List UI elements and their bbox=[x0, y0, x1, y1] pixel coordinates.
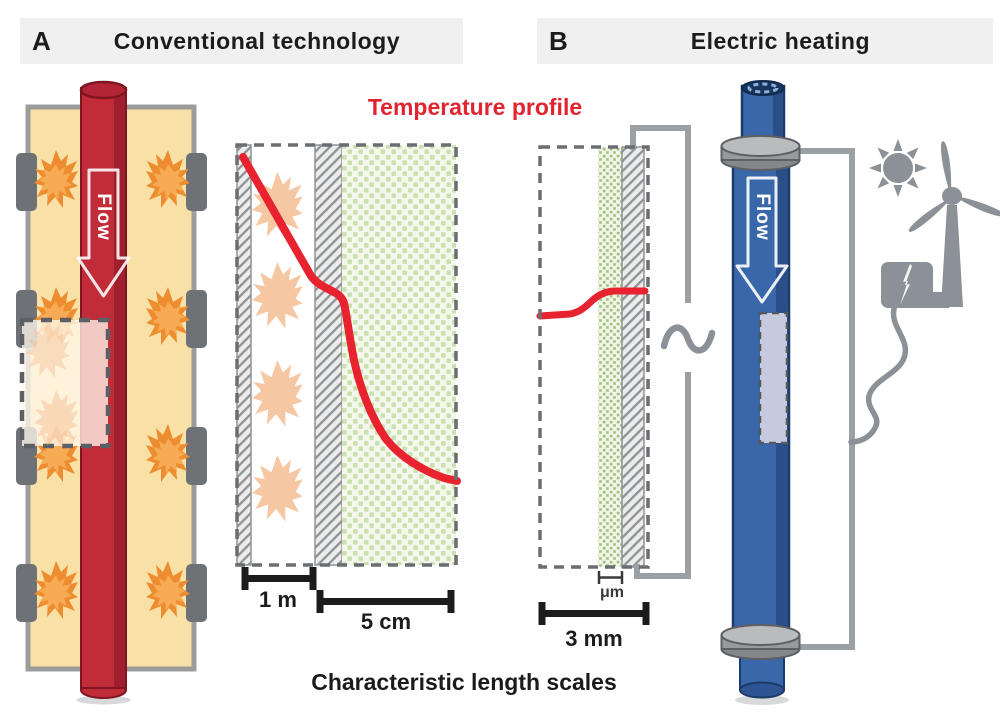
flow-arrow-icon bbox=[76, 168, 131, 298]
furnace-wall-layer bbox=[236, 144, 252, 566]
flange-top bbox=[720, 135, 801, 171]
zoom-region-box-a bbox=[19, 317, 111, 449]
temperature-curve-b bbox=[536, 287, 649, 320]
panel-a-title: Conventional technology bbox=[113, 27, 400, 54]
circuit-wire-bottom bbox=[634, 372, 691, 579]
tube-wall-layer bbox=[314, 144, 343, 566]
panel-b-header: B Electric heating bbox=[537, 18, 993, 64]
scale-label-um: μm bbox=[599, 584, 624, 601]
temperature-profile-title: Temperature profile bbox=[367, 94, 583, 120]
panel-b-title: Electric heating bbox=[690, 27, 871, 54]
length-scale-diagram-b bbox=[536, 125, 716, 579]
reactor-tube-blue bbox=[720, 80, 801, 705]
flange-bottom bbox=[720, 624, 801, 660]
wind-turbine-icon bbox=[908, 141, 1000, 307]
furnace-illustration bbox=[16, 80, 207, 705]
lightning-bolt-icon bbox=[900, 264, 912, 305]
power-converter-icon bbox=[881, 262, 949, 308]
zoom-region-box-b bbox=[758, 311, 789, 445]
power-cable bbox=[848, 306, 909, 445]
scale-bar-5cm bbox=[316, 590, 455, 613]
electric-heating-illustration bbox=[720, 80, 1000, 705]
temperature-curve-a bbox=[239, 153, 461, 485]
catalyst-bed-layer bbox=[342, 145, 456, 565]
scale-bar-1m bbox=[241, 567, 317, 590]
flow-label-blue-tube: Flow bbox=[752, 193, 773, 241]
panel-a-letter: A bbox=[32, 25, 51, 56]
washcoat-layer bbox=[598, 147, 622, 567]
length-scale-diagram-a bbox=[235, 143, 461, 567]
scale-label-3mm: 3 mm bbox=[565, 626, 623, 651]
circuit-wire-top bbox=[630, 125, 691, 303]
scale-bar-3mm bbox=[538, 602, 650, 625]
power-loop-wire bbox=[795, 148, 855, 650]
flow-arrow-icon bbox=[735, 176, 789, 304]
panel-a-header: A Conventional technology bbox=[20, 18, 463, 64]
scale-label-1m: 1 m bbox=[259, 587, 297, 612]
heated-wall-layer bbox=[621, 146, 645, 568]
flow-label-red-tube: Flow bbox=[93, 193, 114, 241]
panel-b-letter: B bbox=[549, 25, 568, 56]
scale-label-5cm: 5 cm bbox=[360, 609, 412, 634]
ac-source-icon bbox=[660, 324, 716, 354]
sun-icon bbox=[869, 139, 927, 197]
figure-caption: Characteristic length scales bbox=[311, 669, 617, 695]
burner-blocks bbox=[16, 153, 207, 622]
scale-bar-um bbox=[597, 571, 624, 584]
